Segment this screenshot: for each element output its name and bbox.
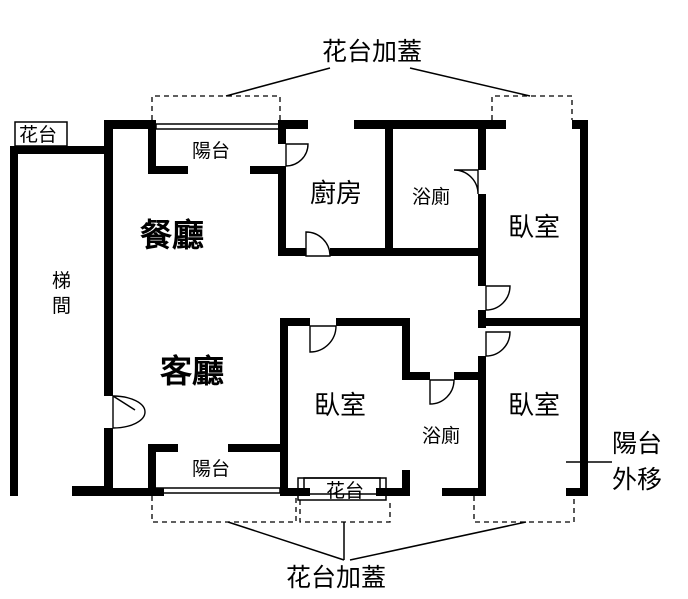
- wall-segment: [278, 120, 286, 144]
- bath-top-label: 浴廁: [412, 185, 450, 208]
- wall-segment: [478, 318, 588, 326]
- walls: [10, 120, 588, 496]
- callout-line: [225, 67, 331, 97]
- wall-segment: [280, 318, 310, 326]
- wall-segment: [402, 318, 410, 378]
- wall-segment: [278, 248, 306, 256]
- callout-lines: [225, 67, 612, 561]
- stairwell-label-1: 梯: [52, 270, 71, 292]
- wall-segment: [478, 310, 486, 328]
- wall-segment: [280, 488, 310, 496]
- balcony-bottom-label: 陽台: [192, 458, 230, 480]
- doors: [112, 143, 511, 429]
- wall-segment: [148, 166, 188, 174]
- wall-segment: [278, 120, 308, 129]
- wall-segment: [148, 120, 156, 174]
- balcony-move-label-2: 外移: [612, 465, 662, 494]
- wall-segment: [376, 488, 410, 496]
- stairwell-label-2: 間: [52, 295, 71, 317]
- dining-label: 餐廳: [140, 216, 204, 254]
- door-kitchen-balcony: [285, 143, 309, 167]
- top-note-label: 花台加蓋: [322, 37, 422, 66]
- callout-line: [349, 521, 527, 561]
- planter-bottom-inner: [303, 477, 381, 495]
- wall-segment: [566, 488, 588, 496]
- living-label: 客廳: [160, 352, 224, 390]
- planter-extension-bottom-left: [151, 496, 297, 523]
- bedroom-top-right-label: 臥室: [508, 213, 560, 243]
- wall-segment: [148, 444, 178, 452]
- bottom-note-label: 花台加蓋: [286, 563, 386, 592]
- callout-line: [409, 67, 531, 97]
- wall-segment: [148, 444, 156, 496]
- balcony-rail: [155, 123, 281, 130]
- bedroom-center-label: 臥室: [314, 391, 366, 421]
- room-labels: 花台加蓋 花台加蓋 花台 梯 間 陽台 廚房 浴廁 臥室 餐廳 客廳 臥室 浴廁…: [19, 37, 662, 592]
- door-entry-leaf: [112, 395, 136, 411]
- callout-line: [227, 521, 345, 561]
- planter-extension-bottom-right: [473, 496, 575, 523]
- wall-segment: [280, 318, 288, 496]
- wall-segment: [104, 120, 152, 129]
- door-kitchen: [305, 231, 331, 257]
- bath-bottom-label: 浴廁: [422, 424, 460, 447]
- planter-small-box: [14, 121, 68, 147]
- door-bedroom-bottom: [485, 331, 511, 357]
- wall-segment: [478, 194, 486, 286]
- planter-extension-top-right: [491, 95, 573, 120]
- kitchen-label: 廚房: [310, 179, 362, 209]
- door-bedroom-center: [309, 325, 337, 353]
- wall-segment: [478, 356, 486, 496]
- wall-segment: [330, 248, 486, 256]
- wall-segment: [454, 372, 486, 380]
- balcony-top-label: 陽台: [192, 140, 230, 162]
- door-bedroom-top: [485, 285, 511, 311]
- wall-segment: [10, 146, 110, 154]
- planter-small-label: 花台: [19, 124, 57, 146]
- wall-segment: [72, 486, 110, 496]
- door-entry: [112, 395, 146, 429]
- wall-segment: [442, 488, 486, 496]
- wall-segment: [402, 372, 430, 380]
- wall-segment: [336, 318, 410, 326]
- balcony-rail: [155, 487, 281, 494]
- wall-segment: [250, 166, 286, 174]
- planter-bottom-label: 花台: [326, 480, 364, 502]
- bedroom-bottom-right-label: 臥室: [508, 391, 560, 421]
- wall-segment: [278, 166, 286, 256]
- wall-segment: [228, 444, 288, 452]
- balcony-move-label-1: 陽台: [612, 429, 662, 458]
- wall-segment: [104, 428, 113, 496]
- wall-segment: [478, 120, 486, 170]
- wall-segment: [354, 120, 506, 129]
- door-bath-bottom: [429, 379, 455, 405]
- wall-segment: [402, 470, 410, 496]
- wall-segment: [10, 146, 18, 496]
- planter-extension-bottom-mid: [299, 500, 391, 523]
- wall-segment: [385, 120, 393, 256]
- planter-extension-top-left: [151, 95, 281, 120]
- door-bath-top: [453, 169, 479, 195]
- wall-segment: [580, 120, 588, 496]
- wall-segment: [104, 120, 113, 396]
- wall-segment: [104, 488, 164, 496]
